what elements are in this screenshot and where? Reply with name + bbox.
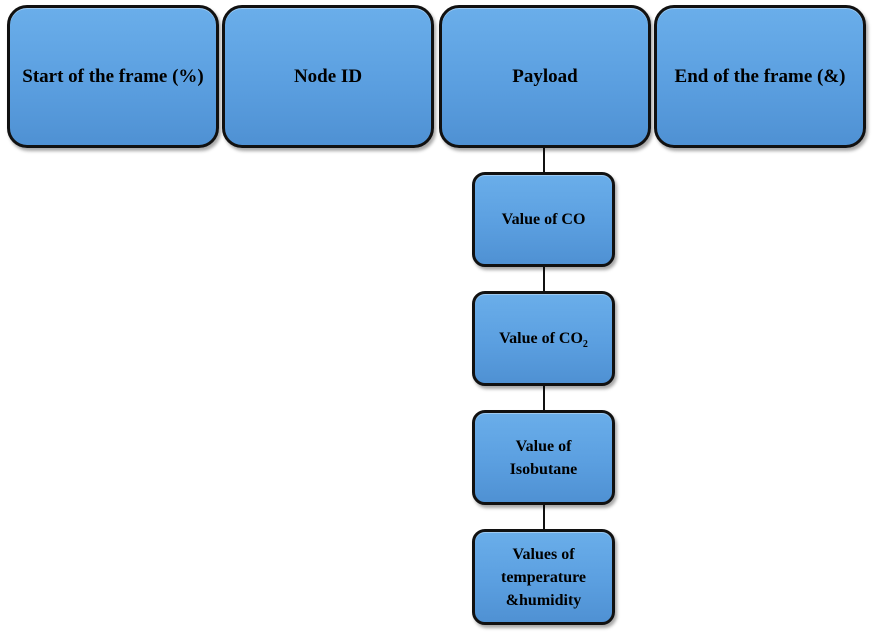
connector-isobutane-temperature — [543, 505, 545, 529]
value-co2-label: Value of CO2 — [499, 327, 588, 350]
payload-label: Payload — [512, 65, 578, 87]
value-co-box: Value of CO — [472, 172, 615, 267]
connector-co-co2 — [543, 267, 545, 291]
start-of-frame-box: Start of the frame (%) — [7, 5, 219, 148]
payload-box: Payload — [439, 5, 651, 148]
value-isobutane-line2: Isobutane — [509, 460, 578, 478]
values-temperature-humidity-label: Values of temperature &humidity — [501, 543, 586, 612]
value-co2-box: Value of CO2 — [472, 291, 615, 386]
value-isobutane-label: Value of Isobutane — [510, 435, 578, 481]
value-isobutane-box: Value of Isobutane — [472, 410, 615, 505]
connector-co2-isobutane — [543, 386, 545, 410]
value-co2-prefix: Value of CO — [499, 330, 583, 347]
connector-payload-co — [543, 148, 545, 172]
value-co2-subscript: 2 — [582, 339, 588, 351]
temperature-line2: temperature — [501, 568, 586, 586]
node-id-label: Node ID — [293, 65, 363, 87]
values-temperature-humidity-box: Values of temperature &humidity — [472, 529, 615, 625]
end-of-frame-box: End of the frame (&) — [654, 5, 866, 148]
start-of-frame-label: Start of the frame (%) — [22, 65, 204, 87]
value-co-label: Value of CO — [501, 211, 586, 228]
end-of-frame-label: End of the frame (&) — [674, 65, 846, 87]
value-isobutane-line1: Value of — [515, 437, 572, 455]
node-id-box: Node ID — [222, 5, 434, 148]
temperature-line3: &humidity — [505, 591, 582, 609]
temperature-line1: Values of — [512, 545, 575, 563]
